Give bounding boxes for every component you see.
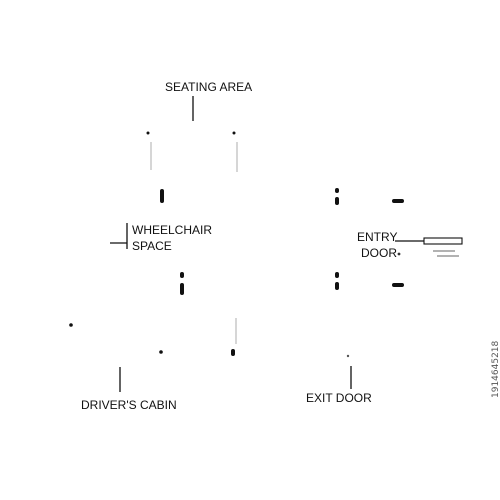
seat-marker-2	[335, 188, 339, 193]
seat-marker-1	[160, 189, 164, 203]
seat-marker-3	[335, 197, 339, 205]
seat-marker-5	[180, 272, 184, 278]
cabin-post-left	[159, 350, 163, 354]
entry-door-marker	[423, 237, 463, 245]
stock-id-watermark: 1914645218	[491, 340, 500, 398]
drivers-cabin-label: DRIVER'S CABIN	[81, 398, 177, 412]
seat-marker-6	[180, 283, 184, 295]
seat-marker-7	[335, 272, 339, 278]
entry-door-dot	[397, 252, 401, 256]
wheelchair-space-label-line1: WHEELCHAIR	[132, 223, 213, 237]
seat-marker-9	[392, 283, 404, 287]
entry-door-label-line1: ENTRY	[357, 230, 398, 244]
seat-marker-4	[392, 199, 404, 203]
entry-door-label-line2: DOOR	[361, 246, 397, 260]
wheelchair-space-label-line2: SPACE	[132, 239, 172, 253]
cabin-post-right	[231, 349, 235, 356]
exit-door-dot	[346, 354, 350, 358]
corner-post-left	[69, 323, 73, 327]
seat-post-left-top	[146, 131, 150, 135]
seating-area-label: SEATING AREA	[165, 80, 253, 94]
exit-door-label: EXIT DOOR	[306, 391, 372, 405]
seat-marker-8	[335, 282, 339, 290]
seat-post-right-top	[232, 131, 236, 135]
